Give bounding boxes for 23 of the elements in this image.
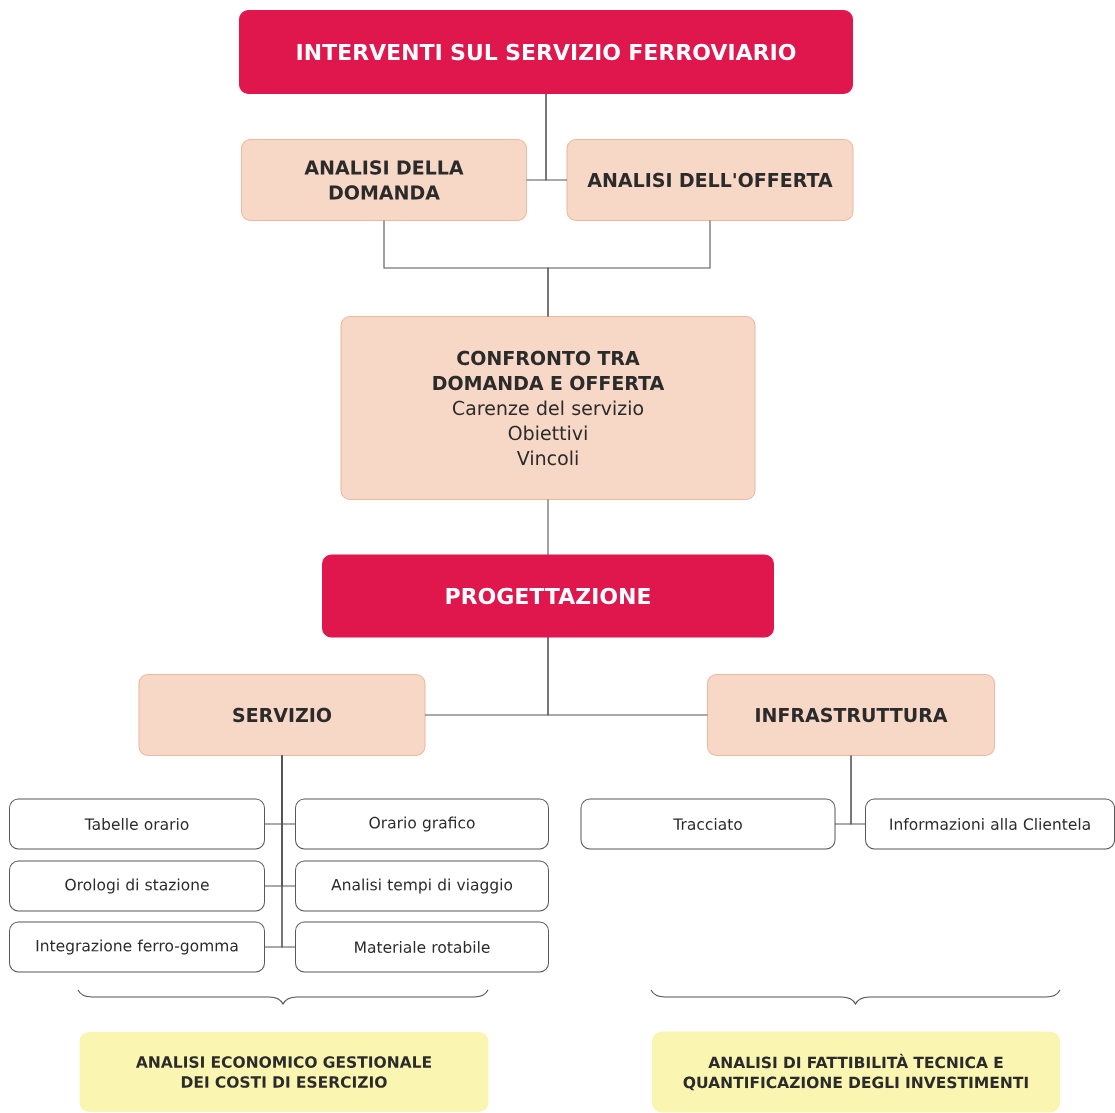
item-box: Materiale rotabile: [295, 921, 549, 973]
title-box: PROGETTAZIONE: [322, 554, 774, 638]
title-box: INTERVENTI SUL SERVIZIO FERROVIARIO: [239, 10, 853, 94]
process-box: ANALISI DELLA DOMANDA: [241, 139, 527, 221]
item-box: Analisi tempi di viaggio: [295, 860, 549, 912]
item-box: Tracciato: [580, 798, 836, 850]
process-box: ANALISI DELL'OFFERTA: [566, 139, 854, 221]
item-box: Tabelle orario: [9, 798, 265, 850]
connector-line: [281, 754, 297, 948]
connector-line: [547, 498, 549, 556]
result-box: ANALISI DI FATTIBILITÀ TECNICA E QUANTIFICAZIONE DEGLI INVESTIMENTI: [652, 1031, 1060, 1113]
item-box: Informazioni alla Clientela: [865, 798, 1115, 850]
item-box: Integrazione ferro-gomma: [9, 921, 265, 973]
process-box: SERVIZIO: [138, 674, 426, 756]
connector-line: [547, 219, 711, 318]
item-box: Orario grafico: [295, 798, 549, 850]
result-box: ANALISI ECONOMICO GESTIONALE DEI COSTI DI ESERCIZIO: [79, 1032, 489, 1112]
connector-line: [547, 636, 709, 716]
item-box: Orologi di stazione: [9, 860, 265, 912]
process-box: CONFRONTO TRA DOMANDA E OFFERTA Carenze del servizio Obiettivi Vincoli: [340, 316, 756, 500]
process-box: INFRASTRUTTURA: [707, 674, 995, 756]
connector-line: [545, 92, 568, 181]
connector-line: [850, 754, 867, 825]
